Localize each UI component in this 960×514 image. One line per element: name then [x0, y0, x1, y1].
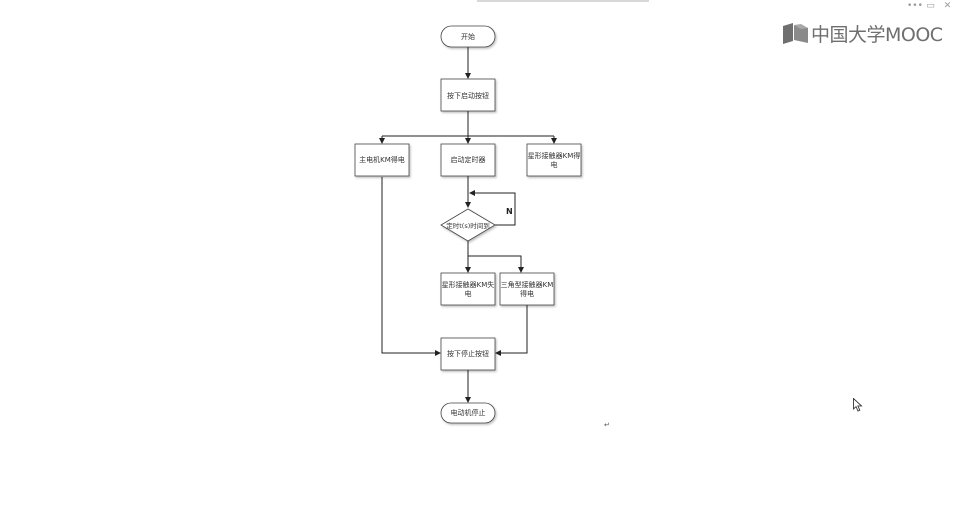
node-star-on-label-2: 电	[551, 160, 558, 169]
node-star-off-label-1: 星形接触器KM失	[442, 280, 495, 289]
node-star-off: 星形接触器KM失 电	[440, 272, 496, 306]
node-decision-label: 定时t(s)时间到	[446, 221, 490, 230]
arrow-delta-to-stop	[495, 305, 528, 356]
node-start-timer: 启动定时器	[440, 143, 496, 177]
node-main-motor-label: 主电机KM得电	[359, 155, 405, 164]
node-press-start-label: 按下启动按钮	[447, 91, 489, 100]
restore-icon[interactable]: ▭	[926, 1, 935, 11]
node-press-start: 按下启动按钮	[440, 78, 496, 112]
node-end-label: 电动机停止	[451, 408, 486, 417]
node-star-off-label-2: 电	[465, 289, 472, 298]
node-main-motor: 主电机KM得电	[354, 143, 410, 177]
arrow-decision-loop-no	[469, 190, 516, 226]
node-end: 电动机停止	[440, 402, 496, 424]
more-icon[interactable]: •••	[907, 1, 923, 11]
paragraph-return-mark: ↵	[604, 421, 610, 429]
node-press-stop: 按下停止按钮	[440, 337, 496, 371]
logo-text: 中国大学MOOC	[811, 24, 943, 46]
node-start: 开始	[440, 25, 496, 48]
book-logo-icon	[783, 22, 808, 44]
flow-connectors	[379, 47, 557, 403]
no-branch-label: N	[506, 207, 513, 216]
window-controls: ••• ▭ ✕	[907, 1, 954, 11]
close-icon[interactable]: ✕	[943, 1, 952, 11]
arrow-decision-to-delta	[468, 255, 524, 273]
node-start-timer-label: 启动定时器	[451, 155, 486, 164]
node-star-on: 星形接触器KM得 电	[526, 143, 582, 177]
node-press-stop-label: 按下停止按钮	[447, 349, 489, 358]
top-scroll-strip	[477, 0, 649, 2]
node-delta-on: 三角型接触器KM 得电	[499, 272, 555, 306]
mouse-pointer-icon	[853, 398, 863, 412]
node-delta-on-label-2: 得电	[520, 289, 534, 298]
arrow-main-motor-to-stop	[381, 177, 441, 356]
node-decision: 定时t(s)时间到	[440, 208, 496, 242]
node-start-label: 开始	[461, 32, 475, 41]
node-delta-on-label-1: 三角型接触器KM	[501, 280, 554, 289]
node-star-on-label-1: 星形接触器KM得	[528, 151, 581, 160]
mooc-logo: 中国大学MOOC	[783, 20, 943, 47]
